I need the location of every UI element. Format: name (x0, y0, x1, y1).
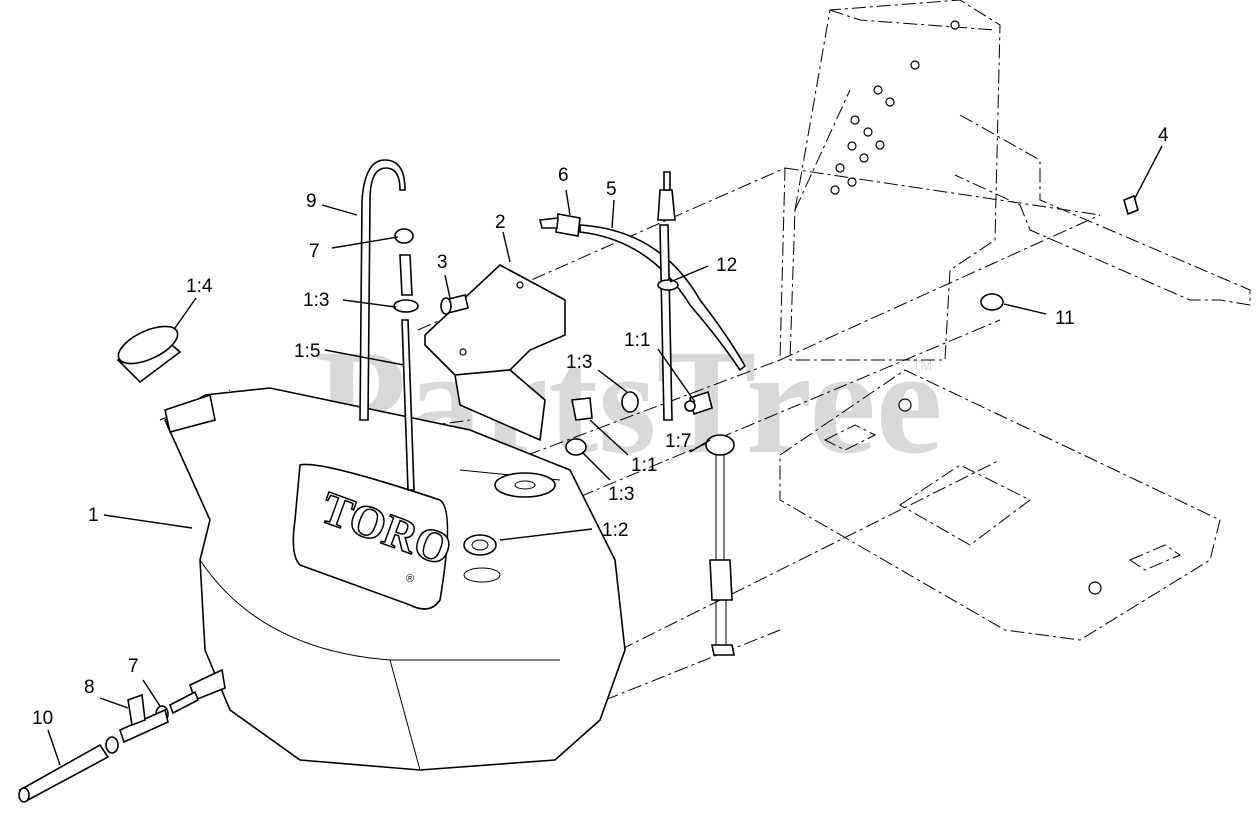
callout-1-7[interactable]: 1:7 (665, 431, 691, 452)
hose-clip-12 (657, 279, 679, 291)
callout-6[interactable]: 6 (558, 165, 569, 186)
grommet-11 (980, 293, 1004, 311)
grommet-fitting-upper (621, 391, 639, 413)
hose-clamp-upper (394, 228, 414, 244)
callout-7-lower[interactable]: 7 (128, 656, 139, 677)
inline-connector (657, 171, 676, 221)
frame-perforations (830, 20, 960, 195)
vent-hose (359, 159, 406, 421)
callout-1-1-upper[interactable]: 1:1 (624, 330, 650, 351)
registered-mark: ® (406, 573, 414, 585)
callout-1[interactable]: 1 (88, 505, 99, 526)
frame-base-plate (779, 369, 1221, 641)
assembly-centerlines (159, 167, 1101, 701)
drain-hose (18, 743, 110, 803)
callout-1-3-upper[interactable]: 1:3 (566, 352, 592, 373)
fuel-sender (705, 434, 735, 656)
fuel-cap (116, 325, 182, 384)
watermark-trademark: TM (912, 357, 932, 373)
callout-11[interactable]: 11 (1055, 308, 1075, 329)
frame-side-bracket (954, 114, 1251, 306)
callout-7-upper[interactable]: 7 (309, 241, 320, 262)
callout-5[interactable]: 5 (606, 179, 617, 200)
callout-4[interactable]: 4 (1158, 125, 1169, 146)
pickup-tube (393, 254, 419, 491)
leader-lines (47, 145, 1163, 766)
callout-1-5[interactable]: 1:5 (294, 341, 320, 362)
shutoff-valve (119, 690, 199, 744)
callout-9[interactable]: 9 (306, 191, 317, 212)
grommet-fitting-lower (565, 438, 587, 456)
callout-1-4[interactable]: 1:4 (186, 276, 213, 297)
toro-logo-panel (292, 463, 449, 610)
callout-10[interactable]: 10 (32, 708, 53, 729)
fuel-tank: TORO ® (163, 387, 626, 771)
callout-1-2[interactable]: 1:2 (602, 520, 628, 541)
callout-1-3-lower[interactable]: 1:3 (608, 484, 634, 505)
callout-12[interactable]: 12 (716, 255, 737, 276)
callout-3[interactable]: 3 (437, 252, 448, 273)
elbow-fitting-lower (571, 397, 593, 421)
callout-1-3-pickup[interactable]: 1:3 (303, 290, 329, 311)
elbow-fitting-upper (684, 390, 713, 416)
fuel-line (579, 224, 747, 421)
mounting-bracket (424, 264, 566, 442)
nut-4 (1123, 194, 1139, 216)
fuel-filter (539, 213, 581, 237)
callout-labels: 1 1:4 1:3 1:5 9 7 3 2 6 5 12 1:1 1:3 1:1… (32, 125, 1169, 729)
callout-1-1-lower[interactable]: 1:1 (631, 455, 657, 476)
callout-2[interactable]: 2 (495, 212, 506, 233)
bolt (440, 294, 469, 315)
frame-upright-plate (789, 0, 1001, 361)
callout-8[interactable]: 8 (84, 677, 95, 698)
grommet-1-2 (463, 534, 497, 556)
tank-filler-neck (164, 393, 216, 433)
